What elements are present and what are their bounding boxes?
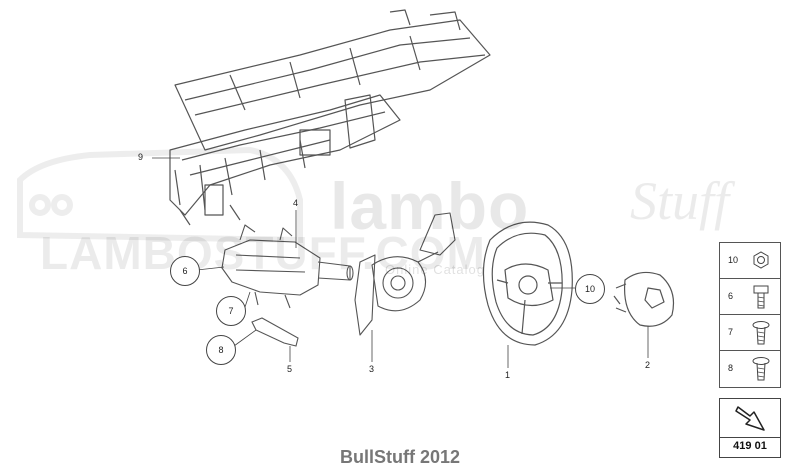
callout-3: 3: [369, 364, 375, 374]
reference-divider: [720, 437, 780, 438]
callout-8[interactable]: 8: [206, 335, 236, 365]
reference-code: 419 01: [733, 440, 767, 452]
callout-5: 5: [287, 364, 293, 374]
callout-7[interactable]: 7: [216, 296, 246, 326]
callout-2: 2: [645, 360, 651, 370]
leader-line-8: [233, 329, 257, 347]
callout-4: 4: [293, 198, 299, 208]
car-silhouette-watermark: [17, 146, 303, 244]
legend-item-bolt[interactable]: 6: [720, 279, 780, 315]
bolt-icon: [753, 285, 769, 309]
legend-item-screw-8[interactable]: 8: [720, 351, 780, 386]
dashboard-frame: [169, 9, 491, 226]
legend-label: 8: [728, 363, 734, 373]
callout-9: 9: [138, 152, 144, 162]
legend-label: 10: [728, 255, 739, 265]
leader-line-6: [196, 266, 225, 271]
callout-10[interactable]: 10: [575, 274, 605, 304]
screw-icon: [752, 357, 770, 381]
watermark-brand: lambo: [330, 169, 530, 243]
legend-label: 6: [728, 291, 734, 301]
hardware-legend: 10 6 7 8: [719, 242, 781, 388]
column-bracket: [251, 317, 299, 347]
steering-column: [221, 224, 354, 309]
callout-6[interactable]: 6: [170, 256, 200, 286]
airbag-module: [613, 271, 675, 327]
watermark-script: Stuff: [630, 171, 730, 231]
footer-credit: BullStuff 2012: [339, 447, 461, 467]
legend-label: 7: [728, 327, 734, 337]
legend-item-screw-7[interactable]: 7: [720, 315, 780, 351]
reference-box[interactable]: 419 01: [719, 398, 781, 458]
watermark-site: LAMBOSTUFF.COM: [40, 227, 486, 279]
steering-wheel: [482, 221, 573, 346]
legend-item-nut[interactable]: 10: [720, 243, 780, 279]
watermark-subtitle: Online Catalog: [385, 262, 485, 277]
arrow-icon: [735, 406, 765, 431]
nut-icon: [753, 251, 769, 269]
clock-spring-with-paddles: [354, 212, 456, 336]
callout-1: 1: [505, 370, 511, 380]
screw-icon: [752, 321, 770, 345]
